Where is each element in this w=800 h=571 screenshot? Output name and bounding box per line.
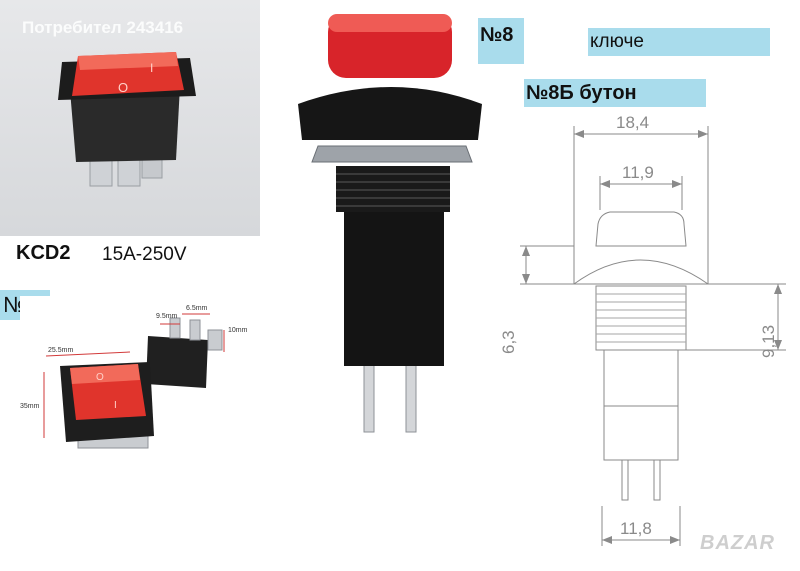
- label-n8-box: [478, 18, 524, 64]
- rating-label: 15A-250V: [102, 244, 187, 265]
- dim-left-text: 6,3: [499, 330, 518, 354]
- dim-height: 35mm: [20, 403, 40, 410]
- label-n8b-box: [524, 79, 706, 107]
- label-keys-box: [588, 28, 770, 56]
- rocker-switch-photo: O I Потребител 243416: [0, 0, 260, 236]
- model-label: KCD2: [16, 242, 71, 264]
- rocker-on-mark: I: [150, 61, 153, 75]
- label-n8b: №8Б бутон: [526, 82, 637, 104]
- small-on-mark: I: [114, 400, 117, 411]
- watermark-text: Потребител 243416: [22, 18, 184, 37]
- rocker-off-mark: O: [118, 80, 128, 95]
- dim-body-text: 11,8: [620, 519, 652, 538]
- label-n8: №8: [480, 24, 514, 46]
- small-switch-photo: 6.5mm 9.5mm 10mm O I 25.5mm 35mm: [20, 296, 260, 492]
- dimension-drawing: 18,4 11,9 11,8 6,3 9,13: [490, 106, 800, 566]
- label-keys: ключе: [590, 31, 644, 52]
- dim-pin-width: 9.5mm: [156, 313, 178, 320]
- dim-pin-len: 10mm: [228, 327, 248, 334]
- dim-top-text: 18,4: [616, 113, 649, 132]
- bazar-logo: BAZAR: [700, 532, 775, 554]
- small-off-mark: O: [96, 372, 104, 383]
- dim-right-text: 9,13: [759, 325, 778, 358]
- push-button-photo: [282, 0, 492, 440]
- dim-pin-gap: 6.5mm: [186, 305, 208, 312]
- dim-cap-text: 11,9: [622, 163, 654, 182]
- dim-width: 25.5mm: [48, 347, 73, 354]
